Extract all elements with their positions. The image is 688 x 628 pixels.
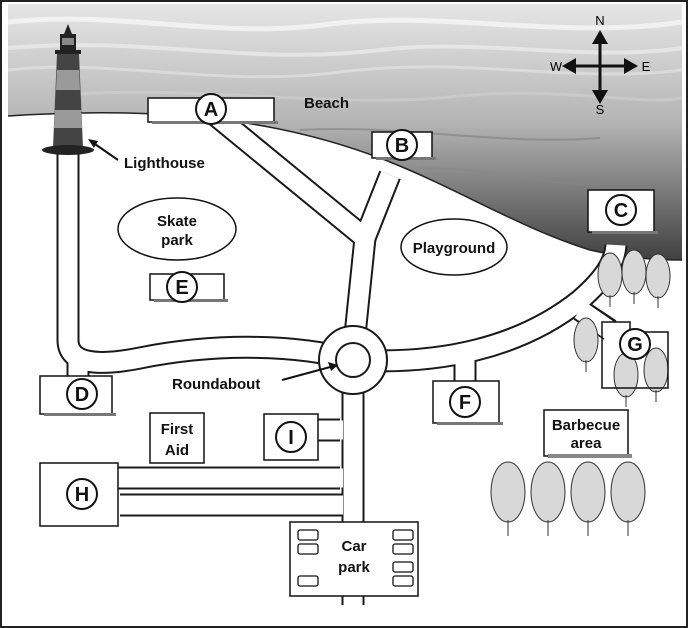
- marker-e[interactable]: E: [149, 271, 228, 303]
- first-aid-building: [149, 412, 205, 464]
- car-park-label-line1: Car: [341, 538, 366, 555]
- skate-park-area: [117, 197, 237, 261]
- marker-a-letter: A: [204, 99, 218, 121]
- marker-c[interactable]: C: [587, 189, 658, 234]
- roundabout-label: Roundabout: [172, 376, 260, 393]
- marker-h[interactable]: H: [39, 462, 119, 527]
- first-aid-label-line1: First: [161, 421, 194, 438]
- compass-north-label: N: [595, 13, 604, 28]
- compass-south-label: S: [596, 102, 605, 117]
- barbecue-area-box: [543, 409, 629, 457]
- marker-e-letter: E: [175, 277, 188, 299]
- playground-label: Playground: [413, 240, 496, 257]
- barbecue-area-shadow: [548, 454, 632, 458]
- barbecue-label-line1: Barbecue: [552, 417, 620, 434]
- tree-icons: [490, 249, 671, 536]
- marker-f[interactable]: F: [432, 380, 503, 425]
- lighthouse-label: Lighthouse: [124, 155, 205, 172]
- marker-i-letter: I: [288, 427, 294, 449]
- car-park: [289, 521, 419, 597]
- skate-park-label-line2: park: [161, 232, 193, 249]
- playground-area: [400, 218, 508, 276]
- footpaths: [58, 107, 626, 622]
- marker-g[interactable]: G: [601, 321, 669, 389]
- skate-park-label-line1: Skate: [157, 213, 197, 230]
- marker-f-letter: F: [459, 392, 471, 414]
- marker-a[interactable]: A: [147, 93, 278, 125]
- marker-b-letter: B: [395, 135, 409, 157]
- compass-east-label: E: [642, 59, 651, 74]
- lighthouse-icon: [42, 24, 94, 155]
- marker-h-letter: H: [75, 484, 89, 506]
- barbecue-label-line2: area: [571, 435, 603, 452]
- marker-g-letter: G: [627, 334, 643, 356]
- compass-west-label: W: [550, 59, 563, 74]
- marker-c-letter: C: [614, 200, 628, 222]
- beach-label: Beach: [304, 95, 349, 112]
- marker-i[interactable]: I: [263, 413, 319, 461]
- roundabout: [318, 325, 388, 395]
- marker-b[interactable]: B: [371, 129, 436, 161]
- first-aid-label-line2: Aid: [165, 442, 189, 459]
- marker-d-letter: D: [75, 384, 89, 406]
- car-park-label-line2: park: [338, 559, 370, 576]
- marker-d[interactable]: D: [39, 375, 116, 416]
- compass-rose: [562, 30, 638, 104]
